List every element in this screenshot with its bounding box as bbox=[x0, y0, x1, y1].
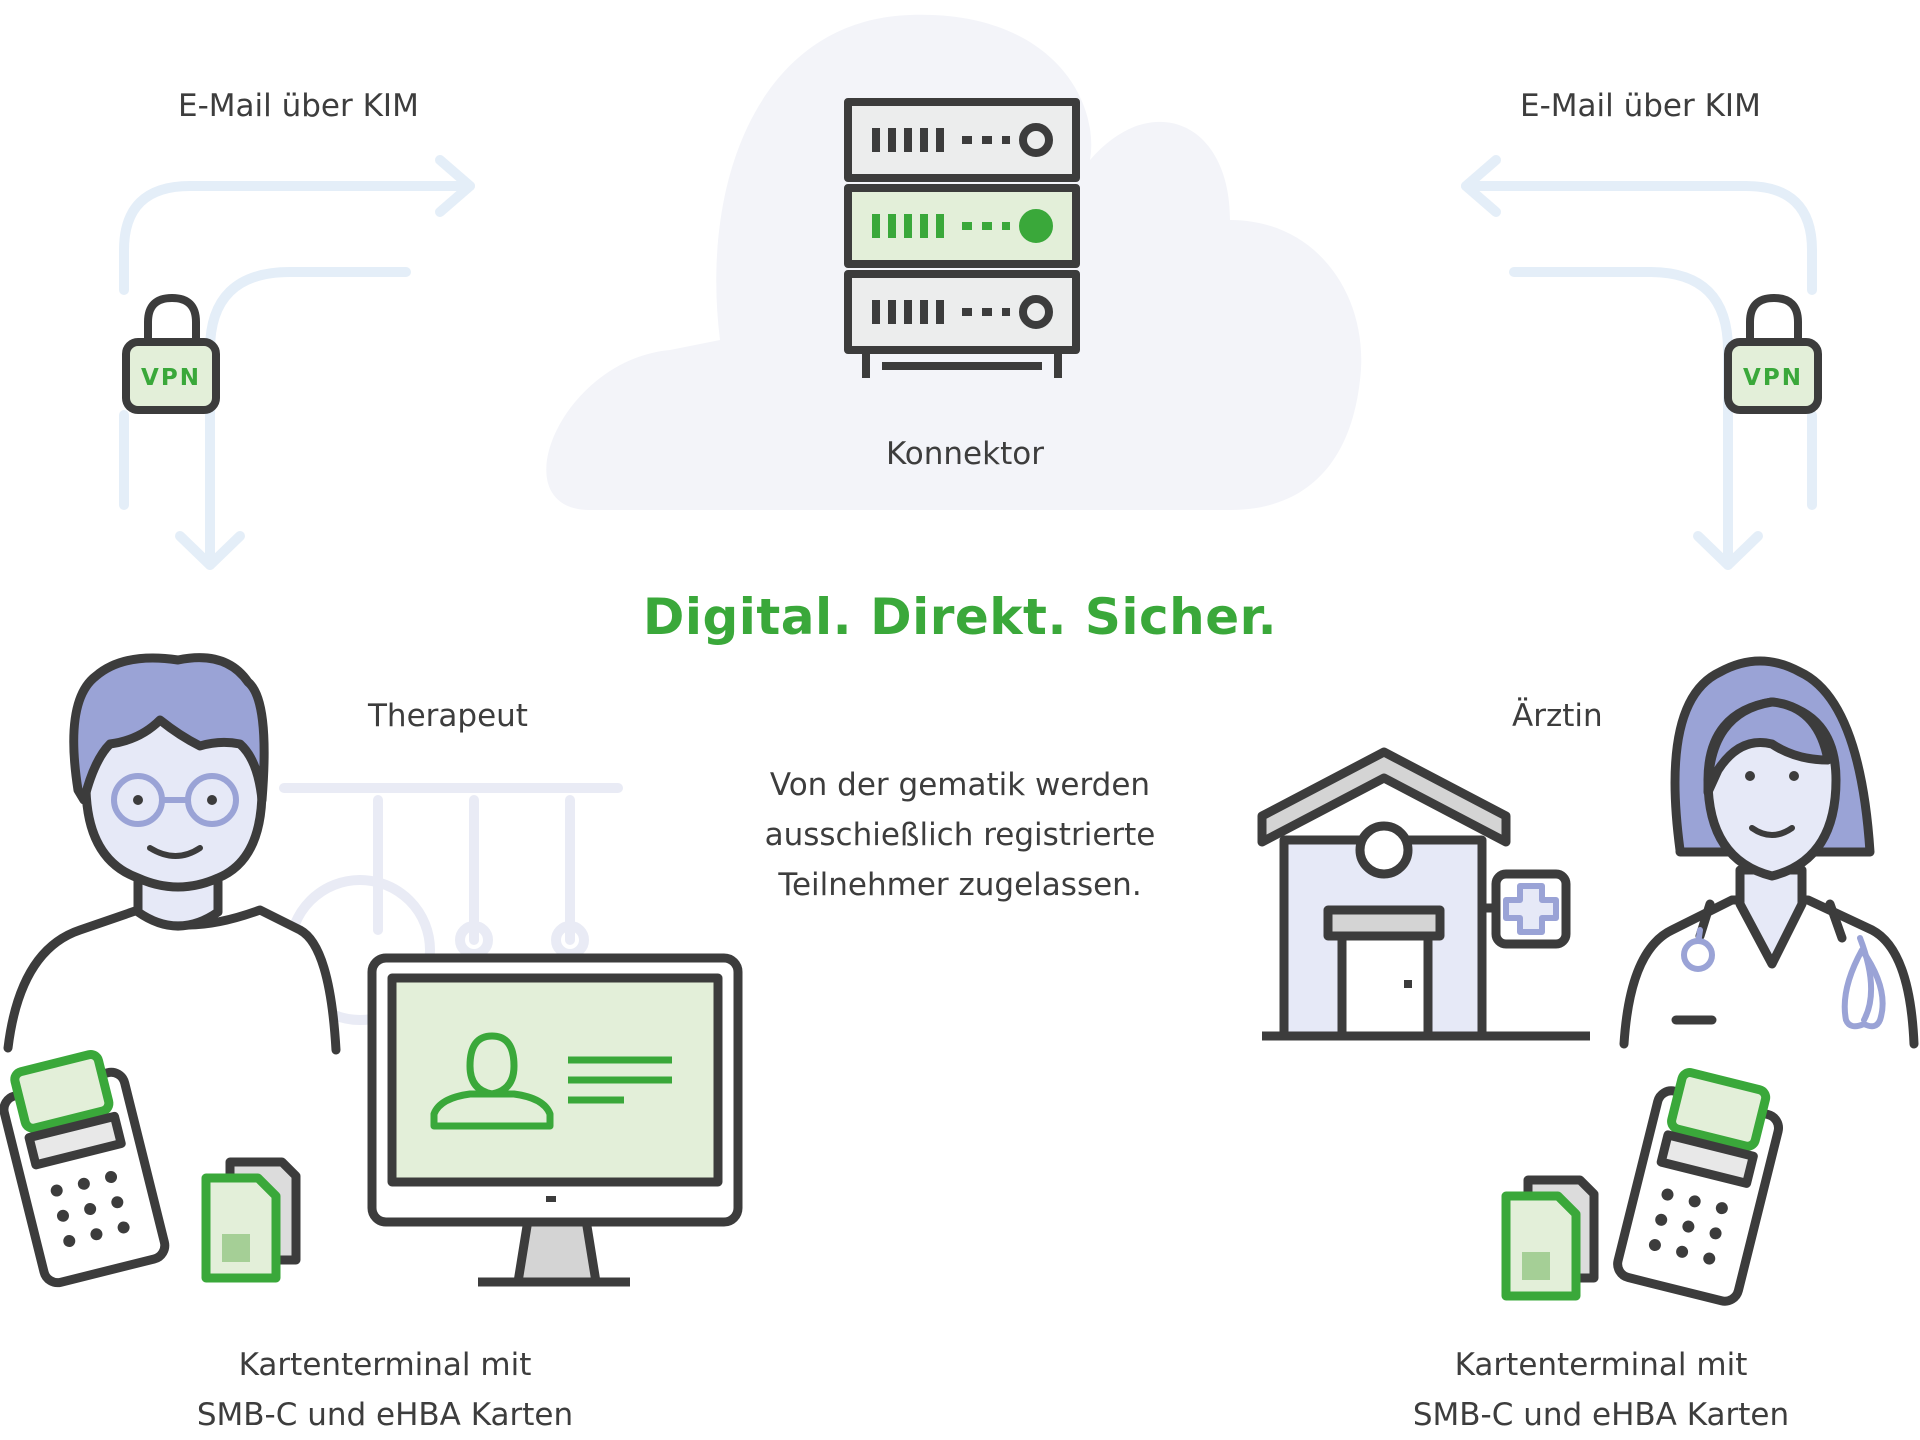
card-terminal-icon bbox=[1613, 1068, 1783, 1306]
arrow-icon bbox=[1461, 155, 1817, 570]
description-line: Teilnehmer zugelassen. bbox=[778, 867, 1142, 903]
tagline: Digital. Direkt. Sicher. bbox=[642, 588, 1278, 646]
description-line: ausschießlich registrierte bbox=[764, 817, 1156, 853]
house-icon bbox=[1257, 747, 1590, 1041]
therapist-label: Therapeut bbox=[368, 698, 528, 734]
description-text: Von der gematik werden ausschießlich reg… bbox=[680, 760, 1240, 910]
email-label-right: E-Mail über KIM bbox=[1520, 88, 1761, 124]
monitor-icon bbox=[367, 953, 743, 1287]
terminal-caption-right: Kartenterminal mit SMB-C und eHBA Karten bbox=[1356, 1340, 1846, 1440]
doctor-person-icon bbox=[1619, 656, 1919, 1049]
terminal-caption-left: Kartenterminal mit SMB-C und eHBA Karten bbox=[140, 1340, 630, 1440]
vpn-label-right: VPN bbox=[1743, 365, 1803, 391]
sim-card-icon bbox=[1501, 1175, 1599, 1301]
email-label-left: E-Mail über KIM bbox=[178, 88, 419, 124]
terminal-caption-line: SMB-C und eHBA Karten bbox=[1412, 1397, 1790, 1433]
server-rack-icon bbox=[844, 98, 1080, 378]
terminal-caption-line: Kartenterminal mit bbox=[238, 1347, 532, 1383]
terminal-caption-line: Kartenterminal mit bbox=[1454, 1347, 1748, 1383]
therapist-person-icon bbox=[3, 653, 341, 1055]
doctor-label: Ärztin bbox=[1512, 698, 1603, 734]
connector-label: Konnektor bbox=[886, 436, 1044, 472]
card-terminal-icon bbox=[0, 1050, 170, 1288]
sim-card-icon bbox=[201, 1157, 301, 1283]
terminal-caption-line: SMB-C und eHBA Karten bbox=[196, 1397, 574, 1433]
lock-icon: VPN bbox=[122, 293, 220, 414]
lock-icon: VPN bbox=[1724, 293, 1822, 414]
vpn-label-left: VPN bbox=[141, 365, 201, 391]
description-line: Von der gematik werden bbox=[769, 767, 1151, 803]
medical-cross-icon bbox=[1482, 869, 1571, 949]
